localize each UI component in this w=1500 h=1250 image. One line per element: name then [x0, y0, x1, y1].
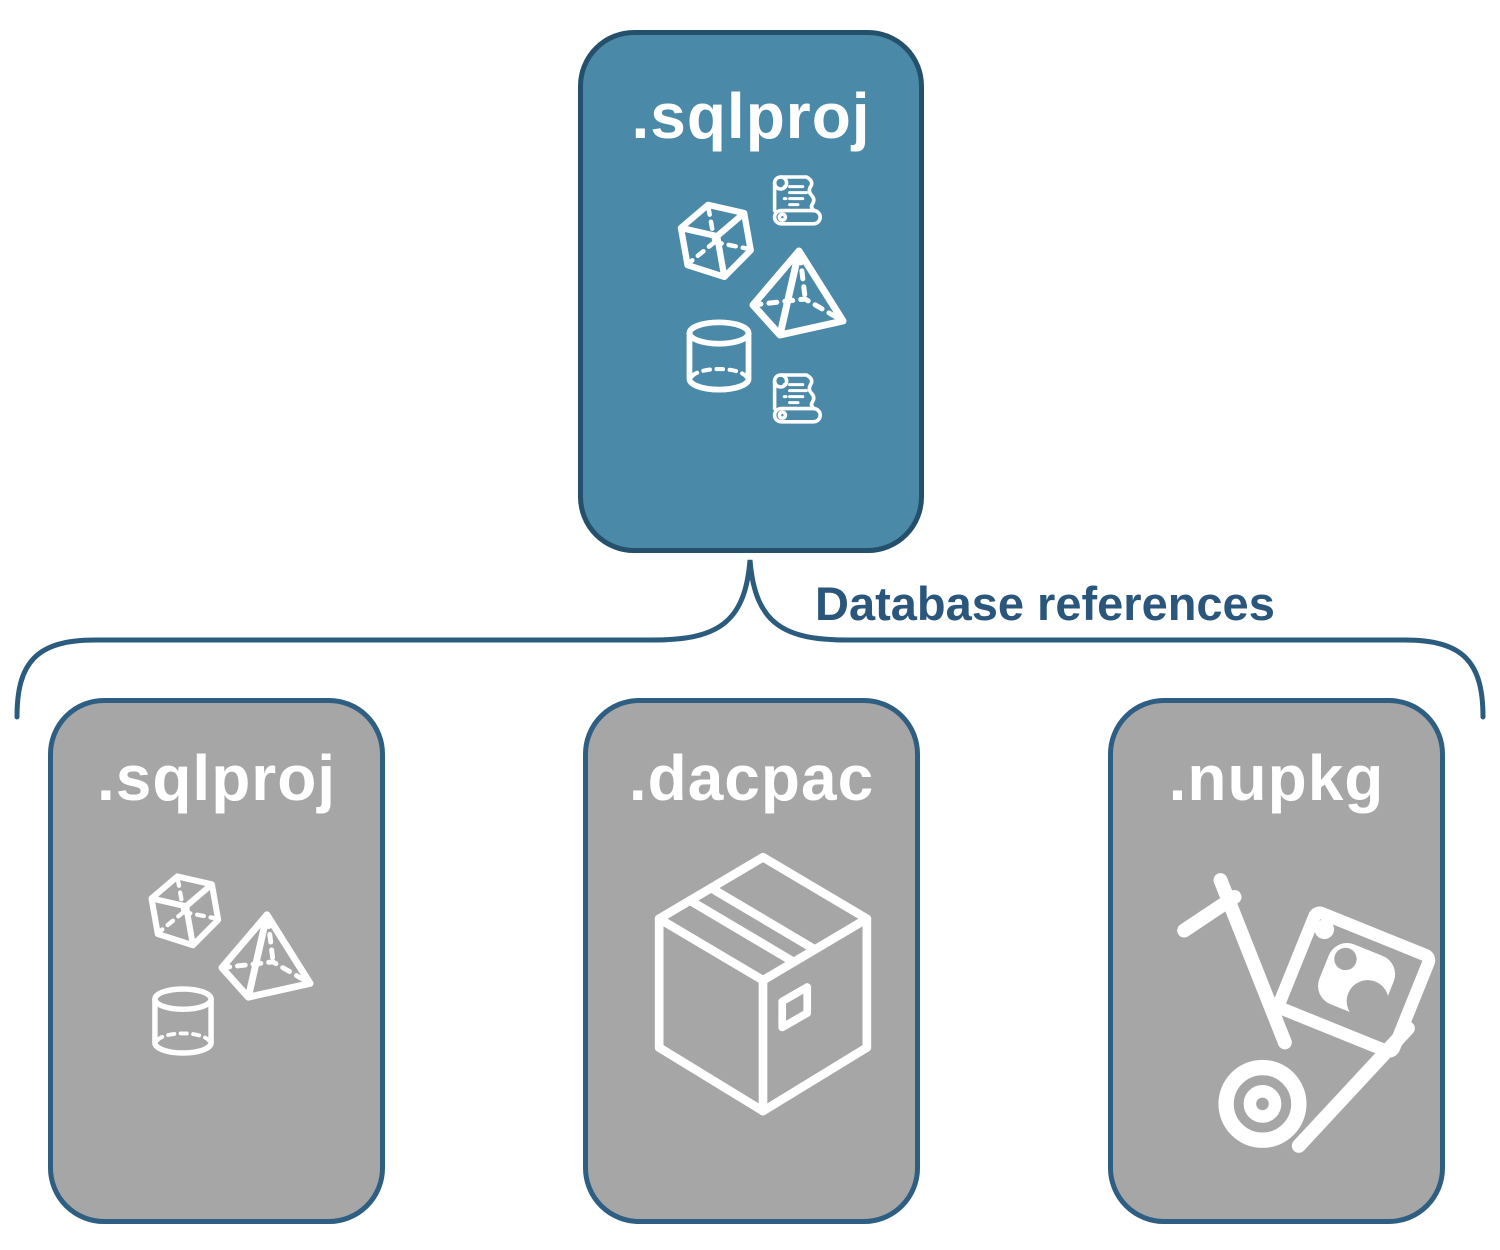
cylinder-icon [155, 989, 211, 1053]
node-dacpac-label: .dacpac [628, 742, 875, 814]
scroll-icon [772, 373, 823, 424]
node-nupkg-label: .nupkg [1168, 742, 1385, 814]
node-sqlproj-child-label: .sqlproj [96, 742, 337, 814]
pyramid-icon [222, 915, 310, 997]
node-dacpac: .dacpac [583, 698, 920, 1224]
cube-icon [149, 871, 222, 951]
node-nupkg: .nupkg [1108, 698, 1445, 1224]
scroll-icon [772, 175, 823, 226]
cube-icon [678, 199, 755, 283]
package-box-icon [638, 843, 888, 1133]
cylinder-icon [689, 322, 748, 389]
sql-project-objects-icon [665, 175, 865, 424]
node-sqlproj-root-label: .sqlproj [631, 80, 871, 152]
node-sqlproj-root: .sqlproj [578, 30, 924, 553]
sql-project-objects-icon [142, 867, 322, 1072]
connector-label: Database references [815, 577, 1275, 630]
pyramid-icon [753, 251, 843, 335]
node-sqlproj-child: .sqlproj [48, 698, 385, 1224]
nuget-dolly-icon [1170, 855, 1450, 1157]
